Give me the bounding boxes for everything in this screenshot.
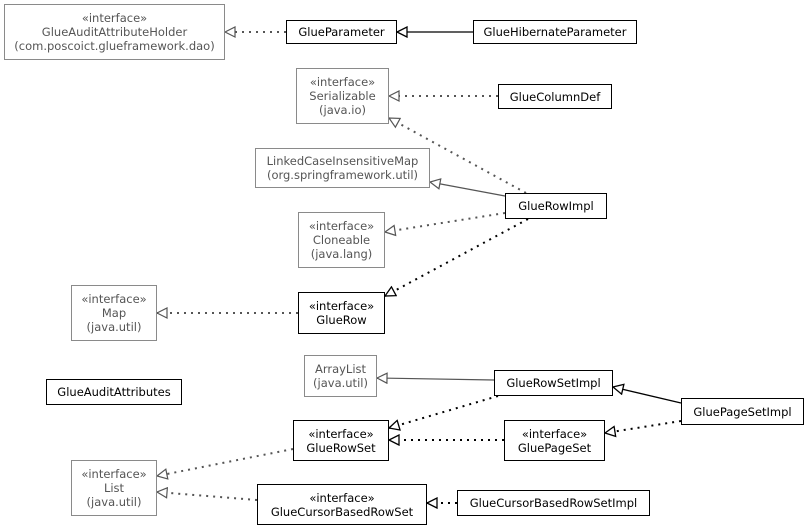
edge-cursorrowset-extends-list: [157, 492, 258, 501]
node-glue-audit-attributes[interactable]: GlueAuditAttributes: [46, 379, 182, 405]
class-name: Cloneable: [312, 233, 371, 247]
package-name: (java.util): [86, 495, 142, 509]
stereotype-label: «interface»: [308, 299, 375, 313]
edge-rowsetimpl-realizes-gluerowset: [389, 395, 499, 428]
class-name: GlueAuditAttributeHolder: [41, 25, 188, 39]
class-name: LinkedCaseInsensitiveMap: [266, 154, 419, 168]
class-name: GlueRowSet: [306, 440, 376, 455]
class-name: GlueHibernateParameter: [483, 25, 627, 39]
edge-pagesetimpl-extends-rowsetimpl: [613, 387, 682, 404]
class-name: Serializable: [309, 89, 376, 103]
node-glue-cursor-based-row-set[interactable]: «interface» GlueCursorBasedRowSet: [257, 484, 427, 525]
class-name: GlueRowSetImpl: [506, 376, 601, 390]
package-name: (com.poscoict.glueframework.dao): [14, 39, 215, 53]
node-glue-page-set-impl[interactable]: GluePageSetImpl: [681, 398, 804, 425]
package-name: (java.util): [86, 320, 142, 334]
package-name: (org.springframework.util): [266, 168, 419, 182]
node-cloneable[interactable]: «interface» Cloneable (java.lang): [298, 212, 385, 268]
class-name: GlueRowImpl: [518, 199, 594, 213]
node-serializable[interactable]: «interface» Serializable (java.io): [296, 68, 389, 124]
node-list[interactable]: «interface» List (java.util): [71, 460, 157, 516]
stereotype-label: «interface»: [81, 11, 148, 25]
class-name: List: [103, 481, 125, 495]
edge-rowsetimpl-extends-arraylist: [377, 378, 495, 380]
edge-pagesetimpl-realizes-gluepageset: [605, 420, 682, 433]
class-name: Map: [101, 306, 127, 320]
class-name: GlueAuditAttributes: [57, 385, 171, 399]
class-name: GluePageSet: [517, 440, 592, 455]
package-name: (java.util): [313, 376, 368, 390]
edge-rowimpl-realizes-gluerow: [385, 218, 529, 297]
edge-gluerowset-extends-list: [157, 448, 294, 476]
stereotype-label: «interface»: [308, 219, 375, 233]
package-name: (java.lang): [310, 247, 373, 261]
node-glue-cursor-based-row-set-impl[interactable]: GlueCursorBasedRowSetImpl: [457, 490, 650, 516]
class-name: GlueParameter: [298, 25, 385, 39]
stereotype-label: «interface»: [308, 426, 374, 441]
node-glue-row-set[interactable]: «interface» GlueRowSet: [293, 420, 389, 461]
stereotype-label: «interface»: [81, 467, 147, 481]
node-glue-row-set-impl[interactable]: GlueRowSetImpl: [494, 370, 613, 396]
stereotype-label: «interface»: [309, 75, 376, 89]
class-name: GlueRow: [316, 313, 367, 327]
node-glue-hibernate-parameter[interactable]: GlueHibernateParameter: [473, 20, 637, 44]
edge-rowimpl-realizes-cloneable: [385, 212, 506, 232]
class-name: ArrayList: [314, 362, 367, 376]
node-glue-page-set[interactable]: «interface» GluePageSet: [504, 420, 605, 461]
stereotype-label: «interface»: [81, 292, 147, 306]
node-glue-row-impl[interactable]: GlueRowImpl: [505, 193, 607, 219]
edge-rowimpl-realizes-serializable: [389, 117, 527, 194]
stereotype-label: «interface»: [309, 490, 375, 505]
node-glue-parameter[interactable]: GlueParameter: [286, 20, 397, 44]
class-name: GluePageSetImpl: [693, 404, 792, 419]
node-glue-column-def[interactable]: GlueColumnDef: [498, 84, 612, 109]
node-map[interactable]: «interface» Map (java.util): [71, 285, 157, 341]
node-linked-case-insensitive-map[interactable]: LinkedCaseInsensitiveMap (org.springfram…: [255, 148, 430, 188]
node-glue-audit-attribute-holder[interactable]: «interface» GlueAuditAttributeHolder (co…: [4, 4, 225, 60]
stereotype-label: «interface»: [521, 426, 588, 441]
class-name: GlueCursorBasedRowSetImpl: [469, 496, 638, 510]
node-array-list[interactable]: ArrayList (java.util): [304, 355, 377, 397]
package-name: (java.io): [319, 103, 366, 117]
node-glue-row[interactable]: «interface» GlueRow: [298, 292, 385, 334]
edge-rowimpl-extends-linkedcaseinsensitivemap: [430, 182, 506, 197]
class-name: GlueColumnDef: [509, 89, 601, 104]
class-name: GlueCursorBasedRowSet: [270, 504, 414, 519]
